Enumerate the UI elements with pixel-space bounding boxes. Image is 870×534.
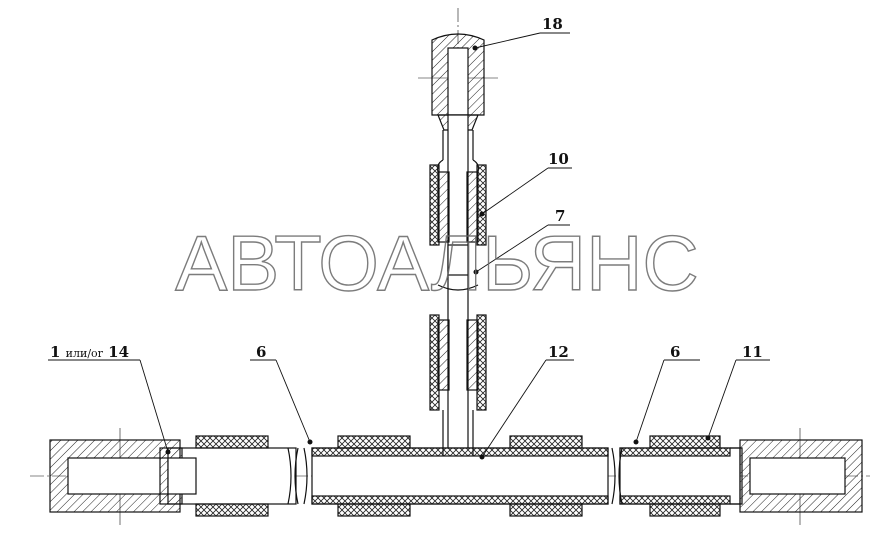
right-end-fitting: [730, 439, 863, 513]
callout-6-right: 6: [670, 343, 681, 361]
vertical-branch-tube: [429, 114, 487, 466]
callout-18: 18: [542, 15, 563, 33]
tee-body: [311, 435, 609, 517]
callout-or-text: или/or: [65, 347, 103, 360]
left-end-fitting: [49, 439, 197, 513]
right-hose-segment: [611, 435, 741, 517]
callout-12: 12: [548, 343, 569, 361]
callout-1-or-14: 1 или/or 14: [50, 343, 129, 361]
callout-7: 7: [555, 207, 566, 225]
callout-10: 10: [548, 150, 569, 168]
callout-6-left: 6: [256, 343, 267, 361]
leader-dots: [165, 45, 711, 460]
watermark: АВТОАЛЬЯНС: [175, 222, 700, 302]
leader-lines: [48, 32, 770, 458]
callout-11: 11: [742, 343, 763, 361]
callout-1: 1: [50, 343, 61, 361]
svg-text:АВТОАЛЬЯНС: АВТОАЛЬЯНС: [175, 222, 699, 302]
callout-14: 14: [108, 343, 130, 361]
